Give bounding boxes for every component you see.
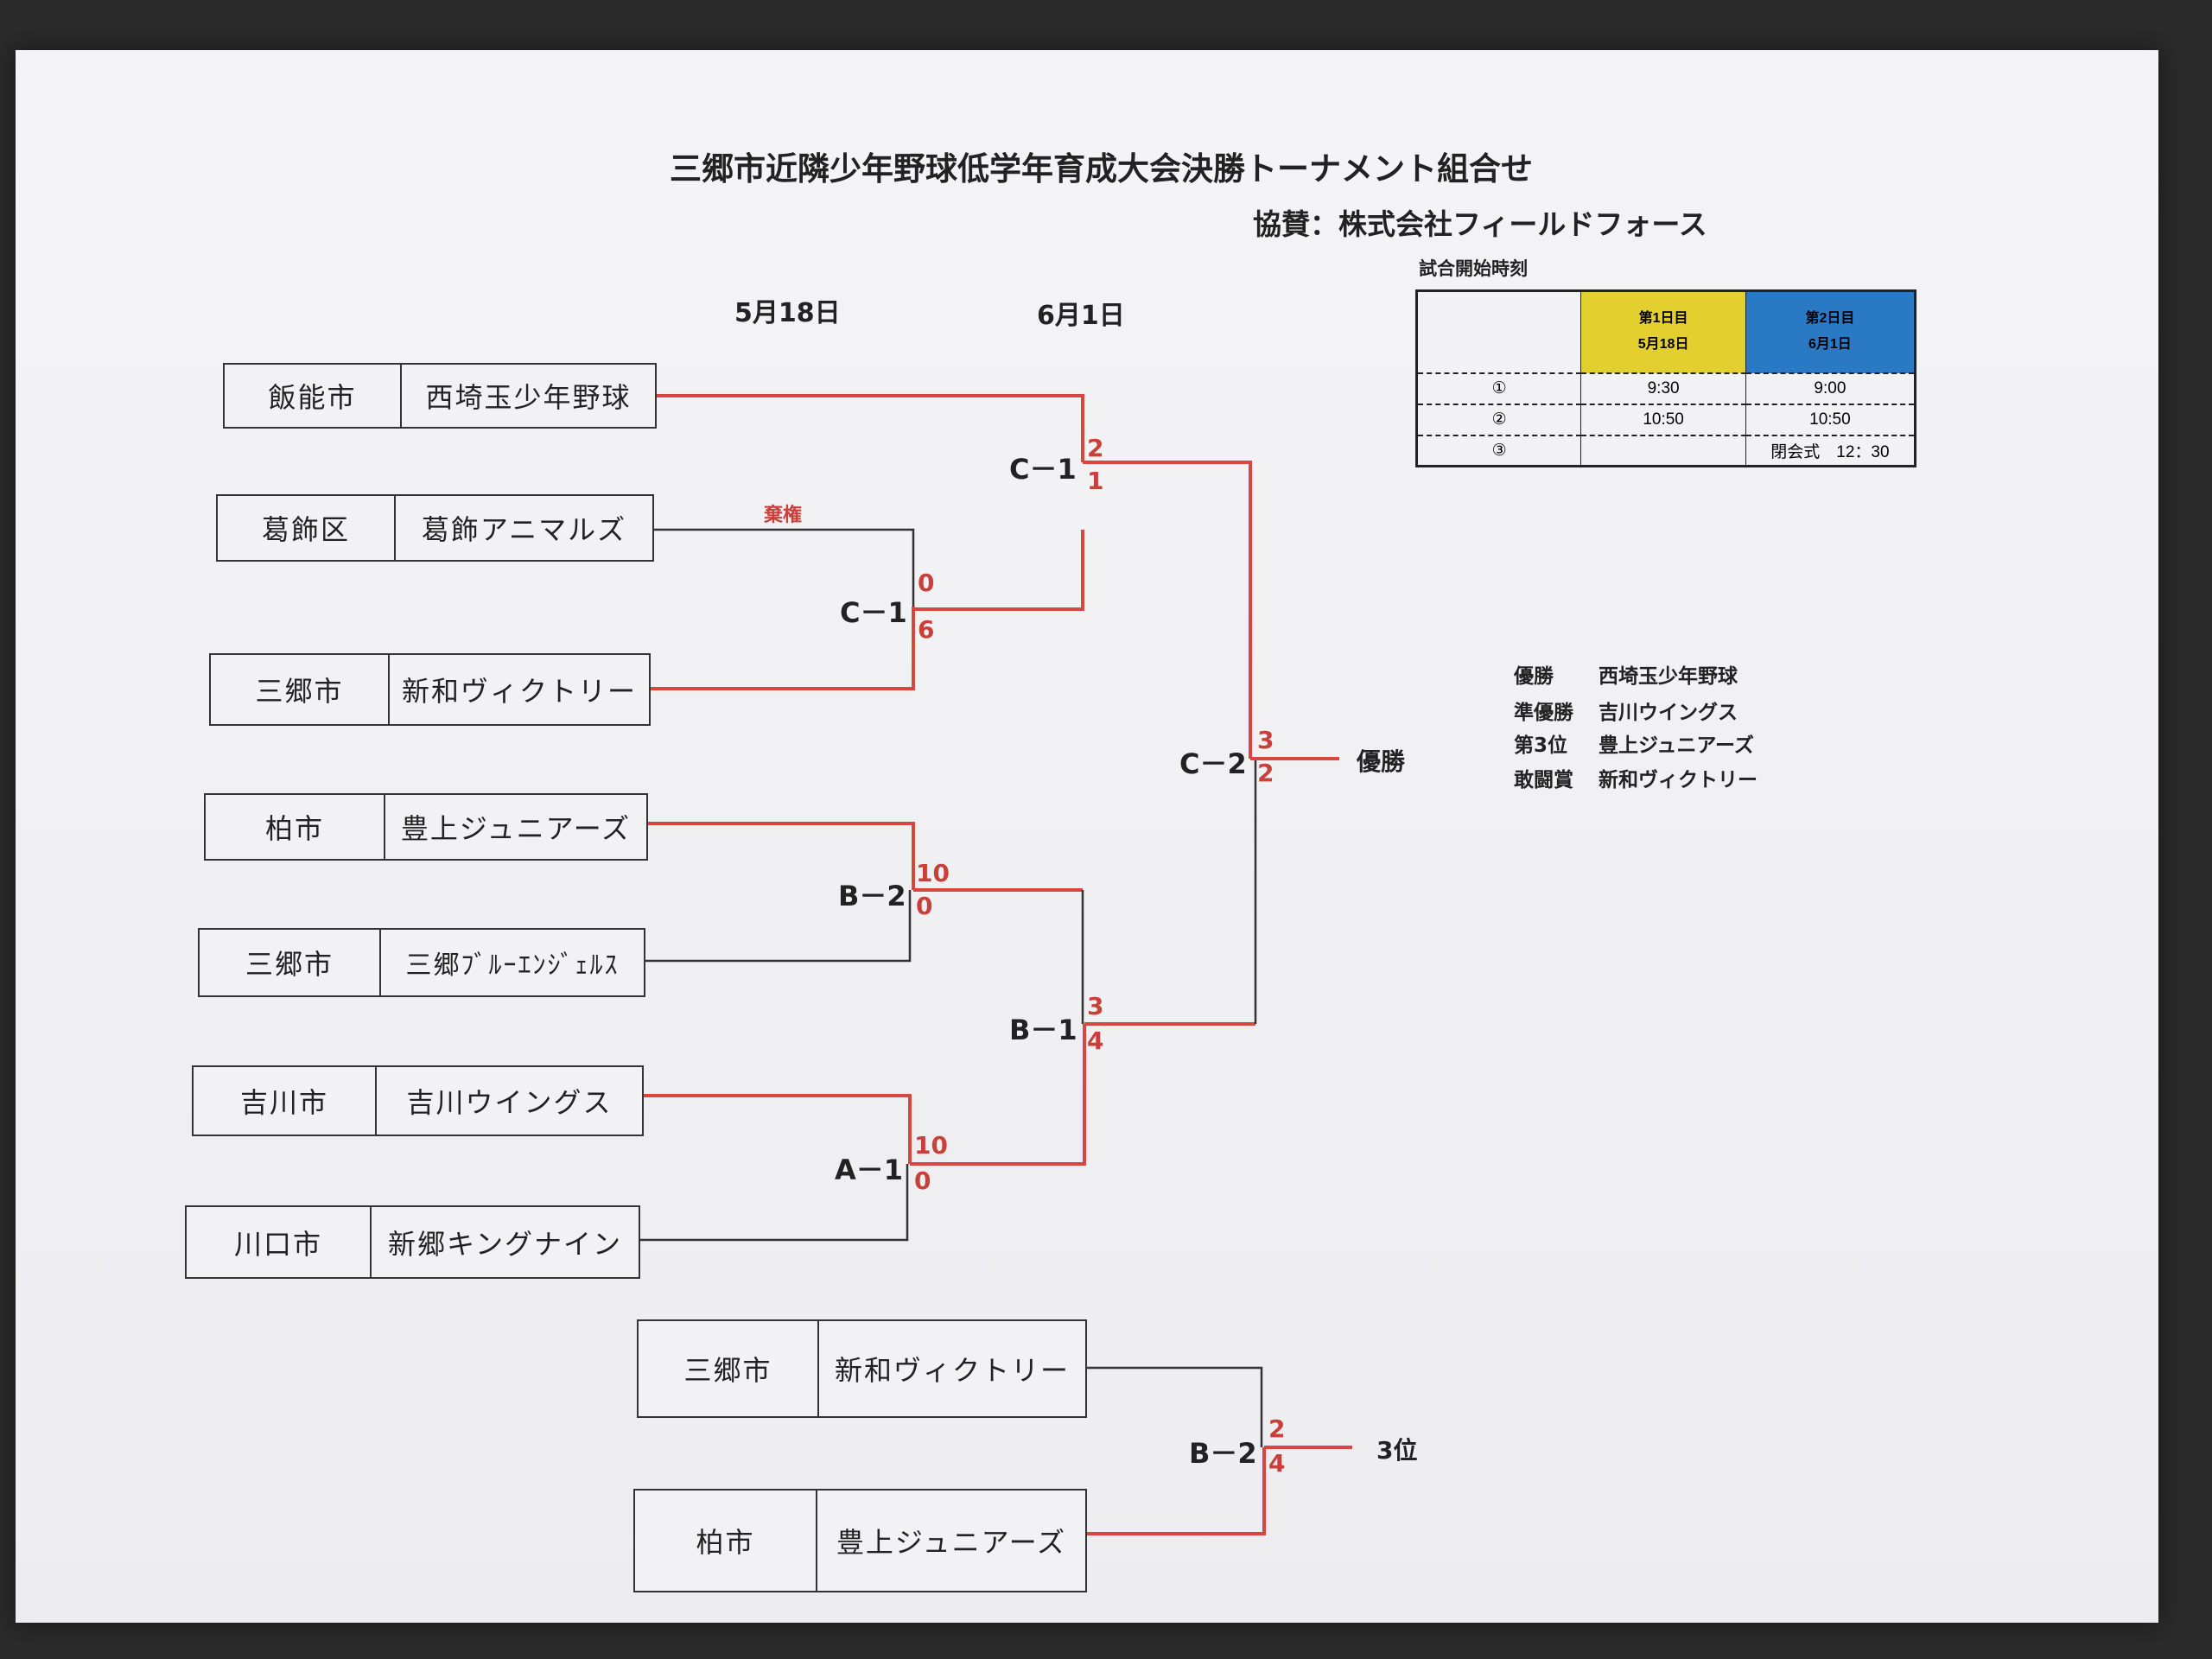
day2-label: 第2日目 — [1805, 311, 1855, 327]
result-award: 敢闘賞 — [1514, 769, 1573, 791]
slot-3-day1 — [1580, 434, 1746, 467]
score-top: 10 — [914, 1131, 948, 1160]
result-team: 吉川ウイングス — [1599, 702, 1738, 724]
score-top: 0 — [918, 569, 935, 597]
team-box: 柏市 豊上ジュニアーズ — [204, 793, 648, 861]
team-city: 三郷市 — [211, 655, 390, 724]
schedule-day1-header: 第1日目 5月18日 — [1580, 290, 1746, 373]
champion-label: 優勝 — [1357, 747, 1406, 776]
team-city: 三郷市 — [639, 1321, 819, 1416]
line-shinwa — [651, 607, 915, 690]
team-city: 三郷市 — [200, 930, 381, 995]
schedule-caption: 試合開始時刻 — [1419, 258, 1528, 279]
match-code: C－2 — [1179, 747, 1247, 780]
team-name: 吉川ウイングス — [406, 1086, 613, 1119]
match-code: B－1 — [1009, 1014, 1077, 1046]
result-row: 準優勝 吉川ウイングス — [1514, 696, 1738, 725]
result-team: 西埼玉少年野球 — [1599, 665, 1738, 688]
third-team-box: 柏市 豊上ジュニアーズ — [633, 1489, 1087, 1592]
result-team: 新和ヴィクトリー — [1599, 769, 1758, 791]
result-team: 豊上ジュニアーズ — [1599, 734, 1754, 757]
line-c1-winner — [913, 530, 1084, 611]
day1-label: 第1日目 — [1638, 311, 1688, 327]
line-a1-winner — [910, 1024, 1086, 1166]
line-misato-blue — [645, 890, 912, 963]
team-name: 新和ヴィクトリー — [401, 675, 637, 708]
score-top: 10 — [916, 859, 950, 887]
team-name: 新郷キングナイン — [387, 1227, 623, 1261]
score-bottom: 6 — [918, 615, 935, 644]
slot-1: ① — [1415, 372, 1582, 404]
team-name: 西埼玉少年野球 — [425, 381, 632, 414]
team-name: 新和ヴィクトリー — [834, 1354, 1070, 1387]
line-toyokami — [648, 822, 915, 890]
line-yoshikawa — [644, 1094, 912, 1164]
score-bottom: 4 — [1087, 1027, 1104, 1055]
slot-1-day2: 9:00 — [1745, 372, 1916, 404]
line-third-toyokami — [1087, 1447, 1266, 1535]
team-name: 三郷ﾌﾞﾙｰｴﾝｼﾞｪﾙｽ — [405, 950, 620, 981]
team-box: 飯能市 西埼玉少年野球 — [223, 363, 657, 429]
team-city: 柏市 — [206, 795, 385, 859]
score-bottom: 1 — [1087, 467, 1104, 495]
match-code: C－1 — [840, 596, 907, 629]
line-nishisaitama — [657, 394, 1084, 462]
result-row: 優勝 西埼玉少年野球 — [1514, 659, 1738, 689]
result-award: 優勝 — [1514, 665, 1554, 688]
score-bottom: 0 — [916, 892, 933, 920]
sponsor-line: 協賛：株式会社フィールドフォース — [1253, 207, 1707, 241]
score-top: 2 — [1268, 1414, 1286, 1443]
team-box: 三郷市 新和ヴィクトリー — [209, 653, 651, 726]
slot-2: ② — [1415, 403, 1582, 435]
slot-2-day1: 10:50 — [1580, 403, 1746, 435]
third-place-label: 3位 — [1376, 1436, 1418, 1465]
match-code: C－1 — [1009, 453, 1077, 486]
date-round1: 5月18日 — [734, 298, 841, 328]
schedule-day2-header: 第2日目 6月1日 — [1745, 290, 1916, 373]
result-award: 第3位 — [1514, 734, 1568, 757]
schedule-table: 第1日目 5月18日 第2日目 6月1日 ① 9:30 9:00 ② 10:50… — [1415, 289, 1916, 467]
team-box: 川口市 新郷キングナイン — [185, 1205, 640, 1279]
date-round2: 6月1日 — [1037, 301, 1125, 331]
team-city: 飯能市 — [225, 365, 402, 427]
team-name: 豊上ジュニアーズ — [400, 812, 632, 845]
score-bottom: 0 — [914, 1166, 931, 1195]
team-name: 葛飾アニマルズ — [421, 513, 627, 546]
team-box: 葛飾区 葛飾アニマルズ — [216, 494, 654, 562]
team-name: 豊上ジュニアーズ — [836, 1526, 1067, 1559]
slot-3: ③ — [1415, 434, 1582, 467]
line-third-shinwa — [1087, 1366, 1263, 1447]
line-sf-c1-winner — [1083, 461, 1252, 759]
team-box: 吉川市 吉川ウイングス — [192, 1065, 644, 1136]
team-city: 葛飾区 — [218, 496, 396, 560]
score-bottom: 2 — [1257, 759, 1274, 787]
score-top: 3 — [1257, 726, 1274, 754]
slot-1-day1: 9:30 — [1580, 372, 1746, 404]
line-shingo — [640, 1164, 909, 1242]
score-top: 3 — [1087, 992, 1104, 1020]
result-row: 第3位 豊上ジュニアーズ — [1514, 728, 1754, 758]
score-top: 2 — [1087, 434, 1104, 462]
match-code: B－2 — [838, 880, 906, 912]
line-kasushika — [654, 528, 915, 607]
slot-2-day2: 10:50 — [1745, 403, 1916, 435]
team-city: 吉川市 — [194, 1067, 377, 1135]
slot-3-day2: 閉会式 12：30 — [1745, 434, 1916, 467]
match-code: B－2 — [1189, 1437, 1257, 1470]
score-bottom: 4 — [1268, 1449, 1286, 1478]
schedule-corner — [1415, 290, 1582, 373]
page-title: 三郷市近隣少年野球低学年育成大会決勝トーナメント組合せ — [670, 150, 1533, 188]
third-team-box: 三郷市 新和ヴィクトリー — [637, 1319, 1087, 1418]
forfeit-note: 棄権 — [764, 505, 803, 526]
team-city: 柏市 — [635, 1491, 817, 1591]
day1-date: 5月18日 — [1637, 337, 1689, 353]
day2-date: 6月1日 — [1808, 337, 1852, 353]
result-row: 敢闘賞 新和ヴィクトリー — [1514, 763, 1758, 792]
result-award: 準優勝 — [1514, 702, 1573, 724]
match-code: A－1 — [835, 1154, 904, 1186]
team-box: 三郷市 三郷ﾌﾞﾙｰｴﾝｼﾞｪﾙｽ — [198, 928, 645, 997]
team-city: 川口市 — [187, 1207, 372, 1277]
